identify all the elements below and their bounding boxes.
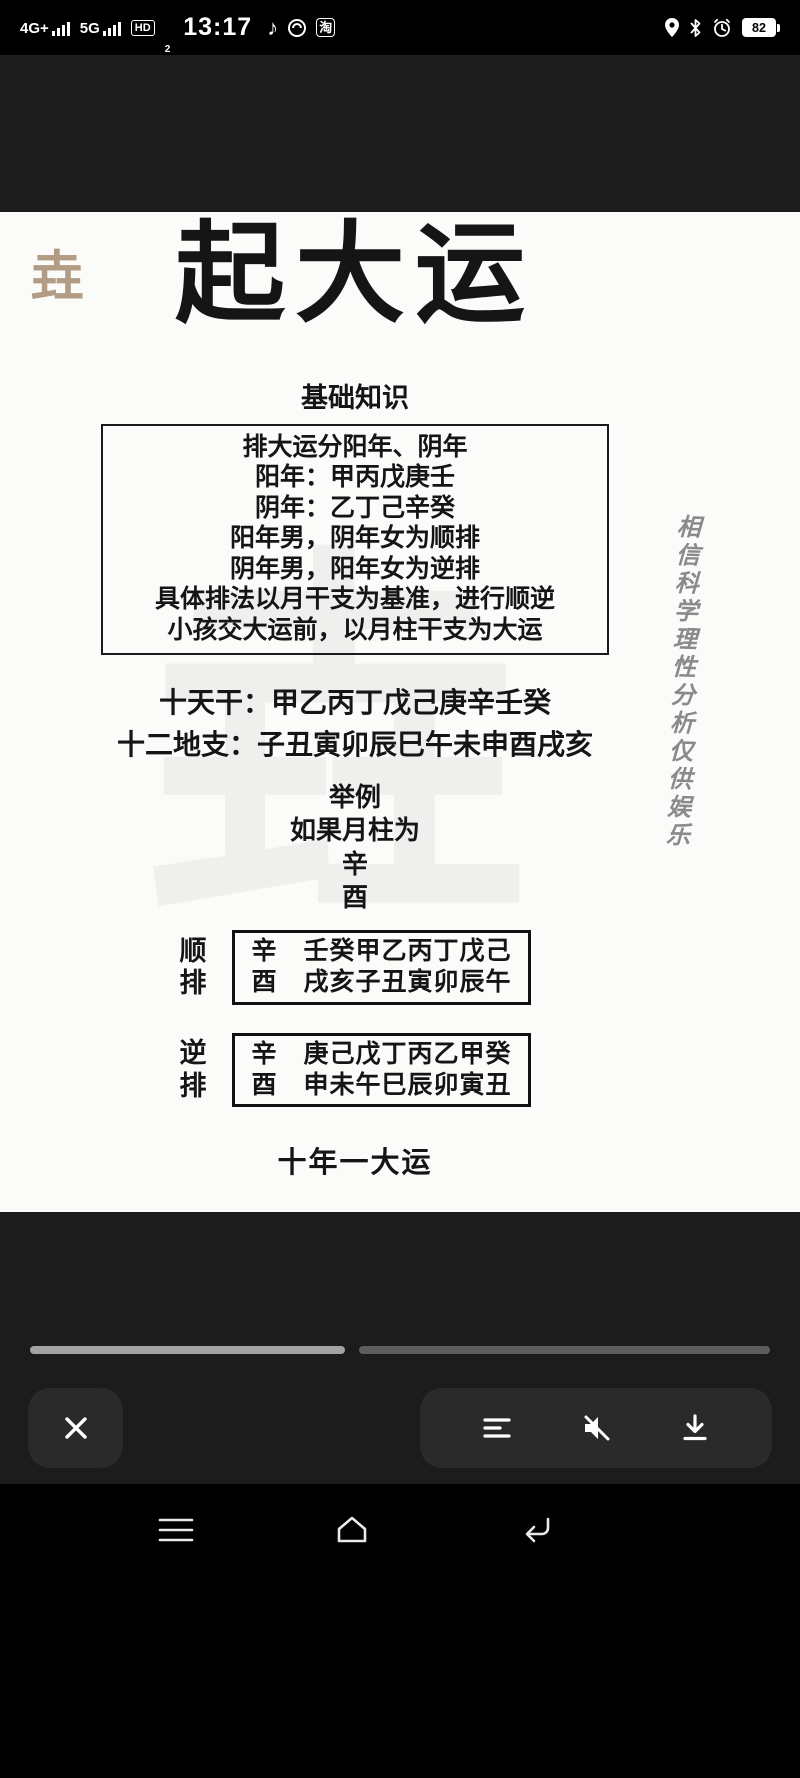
hd-label: HD [134, 21, 151, 34]
forward-line-branches: 酉 戌亥子丑寅卯辰午 [251, 969, 512, 997]
rule-line: 阴年：乙丁己辛癸 [254, 494, 455, 522]
seek-bar-played [30, 1346, 345, 1354]
example-block: 举例 如果月柱为 辛 酉 [0, 781, 710, 914]
reverse-label-char: 排 [179, 1070, 207, 1101]
network-indicator-5g: 5G [80, 20, 122, 36]
close-button[interactable] [28, 1388, 123, 1468]
rule-line: 小孩交大运前，以月柱干支为大运 [167, 616, 543, 644]
forward-label-char: 顺 [179, 935, 207, 966]
recent-apps-button[interactable] [156, 1510, 196, 1550]
page-title: 起大运 [175, 214, 535, 336]
battery-percent: 82 [752, 20, 766, 35]
reverse-sequence-box: 辛 庚己戊丁丙乙甲癸 酉 申未午巳辰卯寅丑 [232, 1032, 531, 1108]
reverse-line-branches: 酉 申未午巳辰卯寅丑 [251, 1071, 512, 1099]
example-stem: 辛 [341, 849, 368, 879]
section-heading: 基础知识 [301, 382, 409, 413]
rule-line: 阳年男，阴年女为顺排 [229, 525, 480, 552]
example-heading: 举例 [328, 783, 381, 812]
android-nav-bar [0, 1498, 800, 1562]
network-label: 5G [79, 19, 100, 37]
reverse-sequence-row: 逆 排 辛 庚己戊丁丙乙甲癸 酉 申未午巳辰卯寅丑 [0, 1032, 710, 1108]
corner-logo: 垚 [30, 247, 84, 307]
close-icon [64, 1417, 87, 1439]
hd-sim-number: 2 [164, 44, 171, 55]
signal-bars-icon [51, 21, 70, 36]
example-branch: 酉 [341, 882, 368, 912]
forward-label: 顺 排 [179, 935, 206, 1000]
reverse-label-char: 逆 [179, 1038, 207, 1069]
forward-label-char: 排 [179, 968, 207, 999]
rule-line: 阴年男，阳年女为逆排 [229, 555, 480, 583]
mute-button[interactable] [574, 1406, 618, 1450]
seek-bar[interactable] [30, 1346, 770, 1354]
action-button-group [420, 1388, 772, 1468]
viewer-top-band [0, 55, 800, 212]
document-image: 垚 垚 相信科学理性分析仅供娱乐 起大运 基础知识 排大运分阳年、阴年 阳年：甲… [0, 212, 800, 1212]
alarm-clock-icon [714, 18, 730, 37]
heavenly-stems-line: 十天干：甲乙丙丁戊己庚辛壬癸 [158, 688, 551, 719]
list-icon [483, 1418, 511, 1438]
clock-time: 13:17 [183, 13, 253, 41]
network-indicator-4g: 4G+ [20, 20, 71, 36]
status-bar-right: 82 [665, 18, 780, 38]
earthly-branches-line: 十二地支：子丑寅卯辰巳午未申酉戌亥 [116, 730, 593, 761]
signal-bars-icon [102, 21, 121, 36]
recent-apps-icon [158, 1518, 194, 1542]
example-intro: 如果月柱为 [289, 816, 420, 846]
bluetooth-icon [690, 18, 701, 37]
forward-line-stems: 辛 壬癸甲乙丙丁戊己 [251, 938, 512, 966]
back-icon [525, 1517, 550, 1543]
hd-volte-icon: HD [130, 19, 155, 36]
home-icon [337, 1516, 367, 1543]
muted-speaker-icon [584, 1415, 610, 1441]
nav-bar-background [0, 1484, 800, 1778]
download-icon [683, 1414, 707, 1441]
back-button[interactable] [517, 1510, 557, 1550]
status-bar: 4G+ 5G HD 2 13:17 ♪ 淘 [0, 0, 800, 55]
document-content: 起大运 基础知识 排大运分阳年、阴年 阳年：甲丙戊庚壬 阴年：乙丁己辛癸 阳年男… [0, 212, 800, 1181]
download-button[interactable] [673, 1406, 717, 1450]
location-icon [665, 18, 679, 37]
rule-line: 具体排法以月干支为基准，进行顺逆 [154, 586, 555, 613]
forward-sequence-row: 顺 排 辛 壬癸甲乙丙丁戊己 酉 戌亥子丑寅卯辰午 [0, 930, 710, 1005]
network-label: 4G+ [20, 19, 49, 37]
rule-line: 排大运分阳年、阴年 [242, 433, 468, 461]
viewer-controls [28, 1388, 772, 1468]
rule-line: 阳年：甲丙戊庚壬 [254, 464, 455, 491]
rules-box: 排大运分阳年、阴年 阳年：甲丙戊庚壬 阴年：乙丁己辛癸 阳年男，阴年女为顺排 阴… [101, 423, 609, 655]
browser-app-icon [288, 18, 307, 37]
reverse-line-stems: 辛 庚己戊丁丙乙甲癸 [251, 1040, 512, 1068]
music-app-icon: ♪ [267, 14, 279, 40]
reverse-label: 逆 排 [179, 1037, 206, 1102]
list-button[interactable] [475, 1406, 519, 1450]
home-button[interactable] [332, 1510, 372, 1550]
battery-icon: 82 [742, 18, 780, 37]
seek-bar-remaining [358, 1346, 770, 1354]
closing-line: 十年一大运 [277, 1147, 433, 1180]
taobao-app-icon: 淘 [316, 18, 336, 37]
forward-sequence-box: 辛 壬癸甲乙丙丁戊己 酉 戌亥子丑寅卯辰午 [232, 930, 531, 1005]
